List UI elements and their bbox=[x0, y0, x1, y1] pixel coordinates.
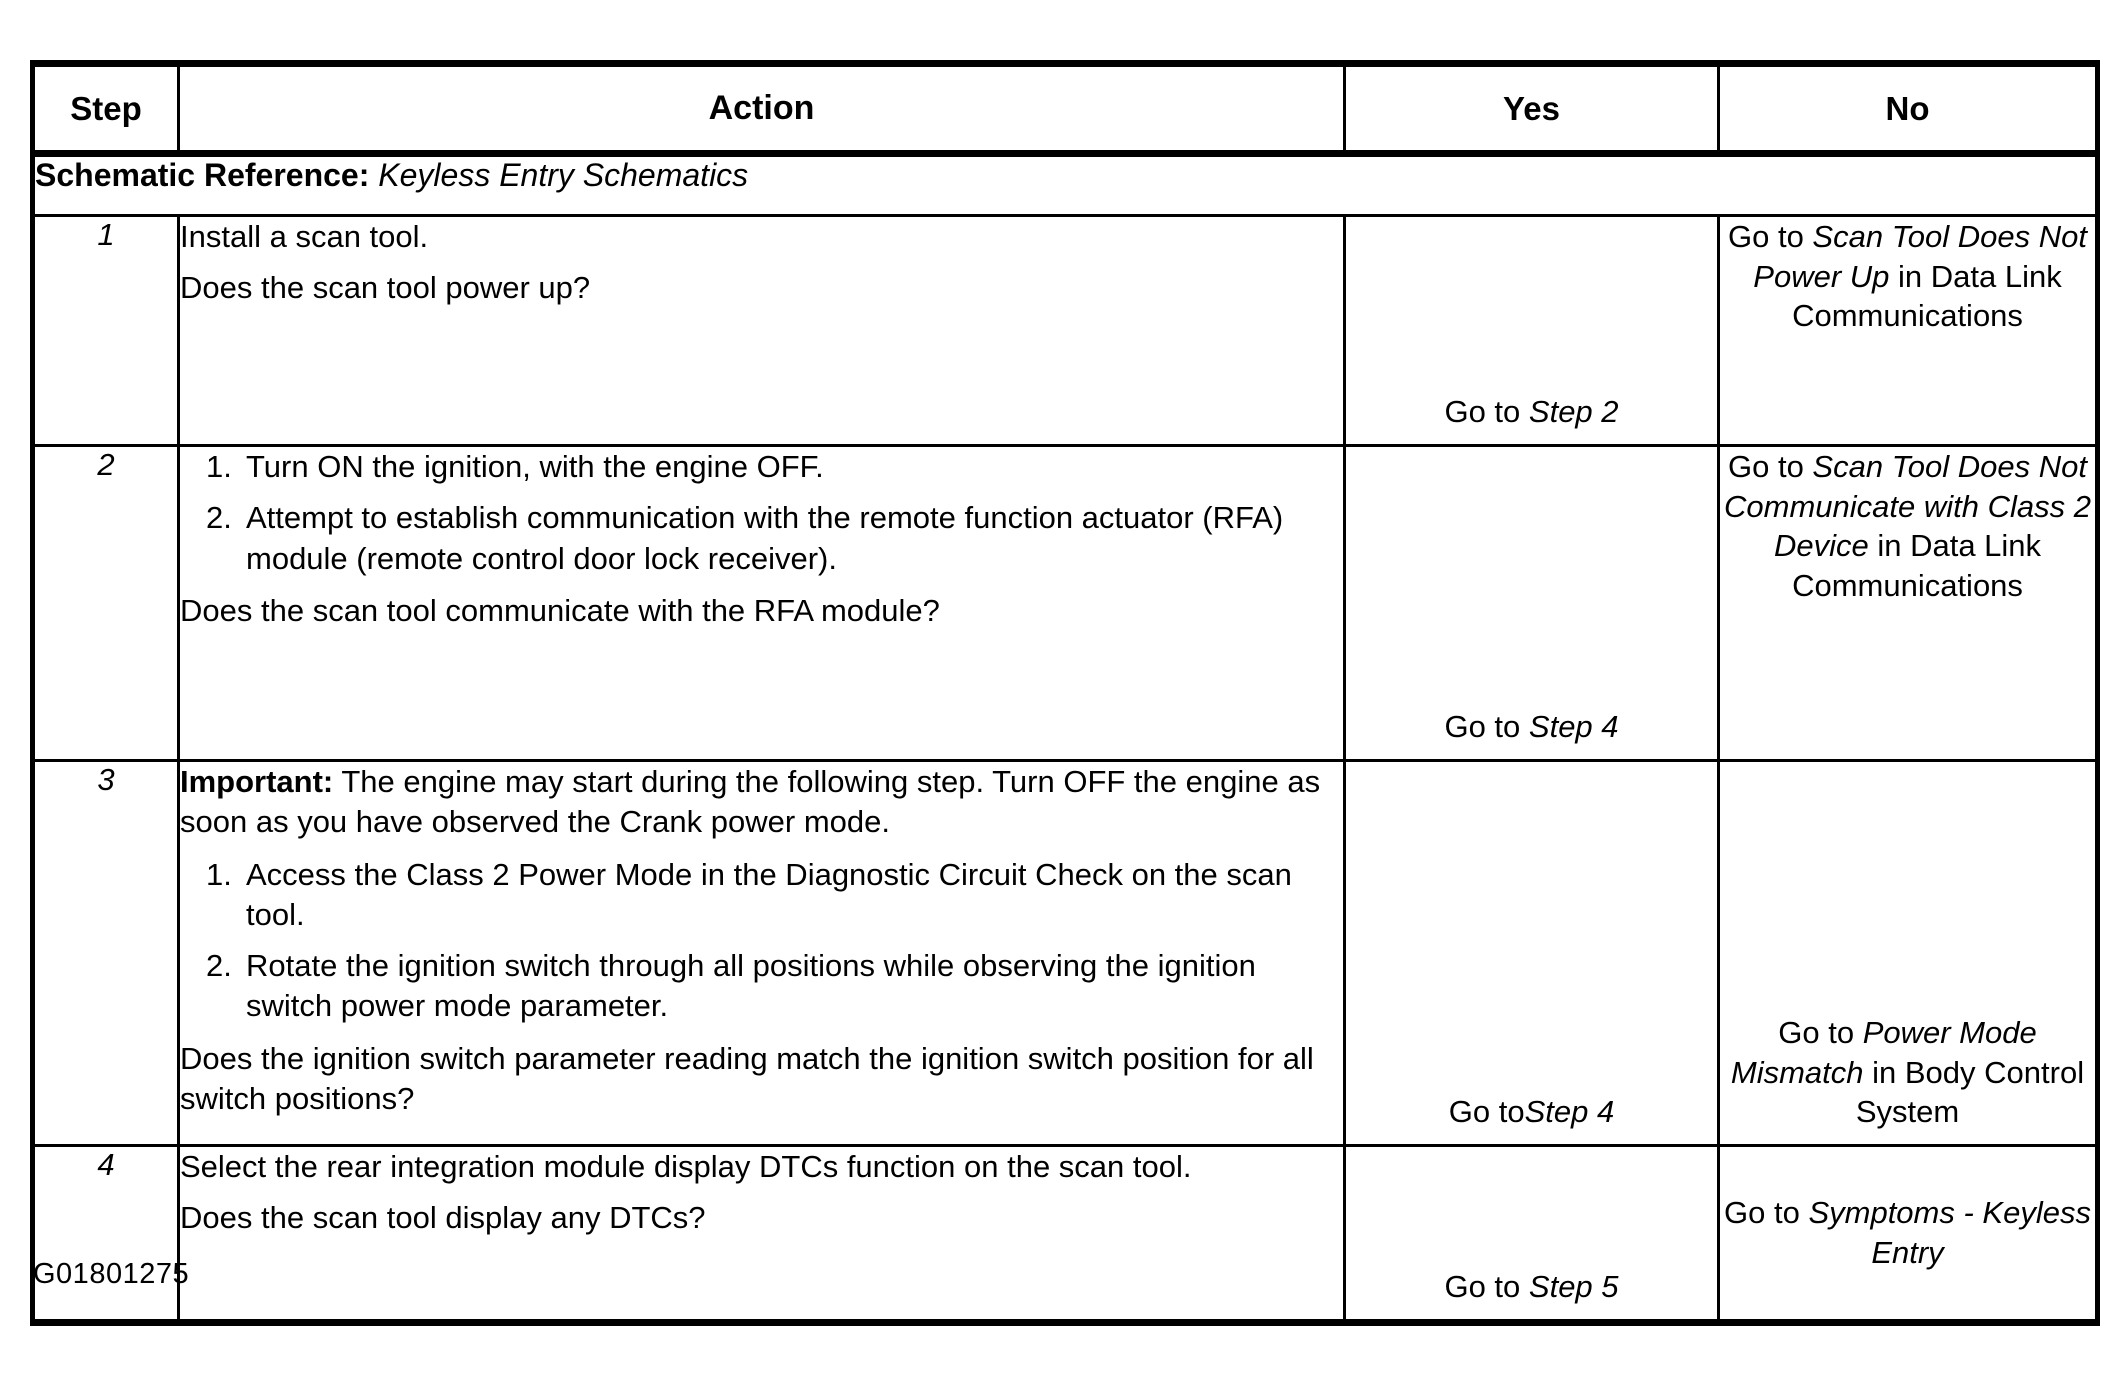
column-header-step: Step bbox=[31, 62, 180, 157]
action-substep-list: Access the Class 2 Power Mode in the Dia… bbox=[180, 855, 1343, 1027]
schematic-reference-value: Keyless Entry Schematics bbox=[378, 157, 749, 193]
step-number: 4 bbox=[31, 1144, 180, 1324]
no-branch-cell: Go to Symptoms - Keyless Entry bbox=[1717, 1144, 2099, 1324]
yes-branch-prefix: Go to bbox=[1444, 394, 1529, 430]
no-branch-cell: Go to Power Mode Mismatch in Body Contro… bbox=[1717, 759, 2099, 1147]
action-substep: Access the Class 2 Power Mode in the Dia… bbox=[206, 855, 1292, 932]
table-row: 2 Turn ON the ignition, with the engine … bbox=[31, 444, 2099, 762]
no-branch-suffix: in Body Control System bbox=[1855, 1054, 2085, 1130]
action-substep-list: Turn ON the ignition, with the engine OF… bbox=[180, 447, 1343, 579]
table-row: 4 Select the rear integration module dis… bbox=[31, 1144, 2099, 1324]
figure-code: G01801275 bbox=[33, 1258, 190, 1290]
action-substep: Rotate the ignition switch through all p… bbox=[206, 946, 1256, 1024]
no-branch-prefix: Go to bbox=[1727, 219, 1813, 254]
action-cell: Important: The engine may start during t… bbox=[177, 759, 1346, 1147]
yes-branch-target: Step 2 bbox=[1528, 394, 1619, 430]
yes-branch-cell: Go to Step 2 bbox=[1343, 214, 1720, 447]
no-branch-target: Power Mode Mismatch bbox=[1730, 1014, 2037, 1090]
no-branch-cell: Go to Scan Tool Does Not Power Up in Dat… bbox=[1717, 214, 2099, 447]
schematic-reference-row: Schematic Reference: Keyless Entry Schem… bbox=[31, 152, 2099, 217]
no-branch-target: Symptoms - Keyless Entry bbox=[1808, 1195, 2091, 1270]
yes-branch-prefix: Go to bbox=[1444, 1269, 1529, 1305]
action-question: Does the scan tool communicate with the … bbox=[180, 592, 940, 628]
yes-branch-prefix: Go to bbox=[1444, 709, 1529, 745]
no-branch-prefix: Go to bbox=[1727, 449, 1813, 484]
yes-branch-target: Step 4 bbox=[1528, 709, 1619, 745]
action-cell: Install a scan tool. Does the scan tool … bbox=[177, 214, 1346, 447]
table-header-row: Step Action Yes No bbox=[31, 62, 2099, 157]
action-substep: Turn ON the ignition, with the engine OF… bbox=[206, 447, 824, 488]
action-question: Does the scan tool power up? bbox=[180, 270, 591, 306]
schematic-reference-cell: Schematic Reference: Keyless Entry Schem… bbox=[31, 152, 2099, 217]
no-branch-cell: Go to Scan Tool Does Not Communicate wit… bbox=[1717, 444, 2099, 762]
table-row: 1 Install a scan tool. Does the scan too… bbox=[31, 214, 2099, 447]
column-header-action: Action bbox=[177, 62, 1346, 157]
action-paragraph: Select the rear integration module displ… bbox=[180, 1149, 1192, 1184]
yes-branch-target: Step 5 bbox=[1528, 1269, 1619, 1305]
no-branch-suffix: in Data Link Communications bbox=[1792, 528, 2042, 604]
yes-branch-cell: Go to Step 5 bbox=[1343, 1144, 1720, 1324]
step-number: 2 bbox=[31, 444, 180, 762]
step-number: 3 bbox=[31, 759, 180, 1147]
no-branch-target: Scan Tool Does Not Communicate with Clas… bbox=[1724, 449, 2091, 564]
step-number: 1 bbox=[31, 214, 180, 447]
action-question: Does the ignition switch parameter readi… bbox=[180, 1040, 1314, 1117]
important-label: Important: bbox=[180, 764, 334, 799]
no-branch-prefix: Go to bbox=[1778, 1014, 1863, 1050]
no-branch-target: Scan Tool Does Not Power Up bbox=[1753, 219, 2087, 294]
table-row: 3 Important: The engine may start during… bbox=[31, 759, 2099, 1147]
important-text: The engine may start during the followin… bbox=[180, 764, 1321, 840]
yes-branch-cell: Go to Step 4 bbox=[1343, 444, 1720, 762]
diagnostic-table: Step Action Yes No Schematic Reference: … bbox=[30, 60, 2100, 1326]
no-branch-prefix: Go to bbox=[1724, 1195, 1809, 1231]
yes-branch-cell: Go toStep 4 bbox=[1343, 759, 1720, 1147]
action-cell: Turn ON the ignition, with the engine OF… bbox=[177, 444, 1346, 762]
column-header-yes: Yes bbox=[1343, 62, 1720, 157]
important-note: Important: The engine may start during t… bbox=[180, 762, 1343, 843]
action-substep: Attempt to establish communication with … bbox=[206, 498, 1284, 576]
yes-branch-prefix: Go to bbox=[1448, 1094, 1525, 1130]
action-paragraph: Install a scan tool. bbox=[180, 219, 429, 254]
action-cell: Select the rear integration module displ… bbox=[177, 1144, 1346, 1324]
yes-branch-target: Step 4 bbox=[1524, 1094, 1615, 1130]
action-question: Does the scan tool display any DTCs? bbox=[180, 1200, 706, 1236]
column-header-no: No bbox=[1717, 62, 2099, 157]
no-branch-suffix: in Data Link Communications bbox=[1792, 258, 2062, 334]
schematic-reference-label: Schematic Reference: bbox=[35, 157, 370, 193]
